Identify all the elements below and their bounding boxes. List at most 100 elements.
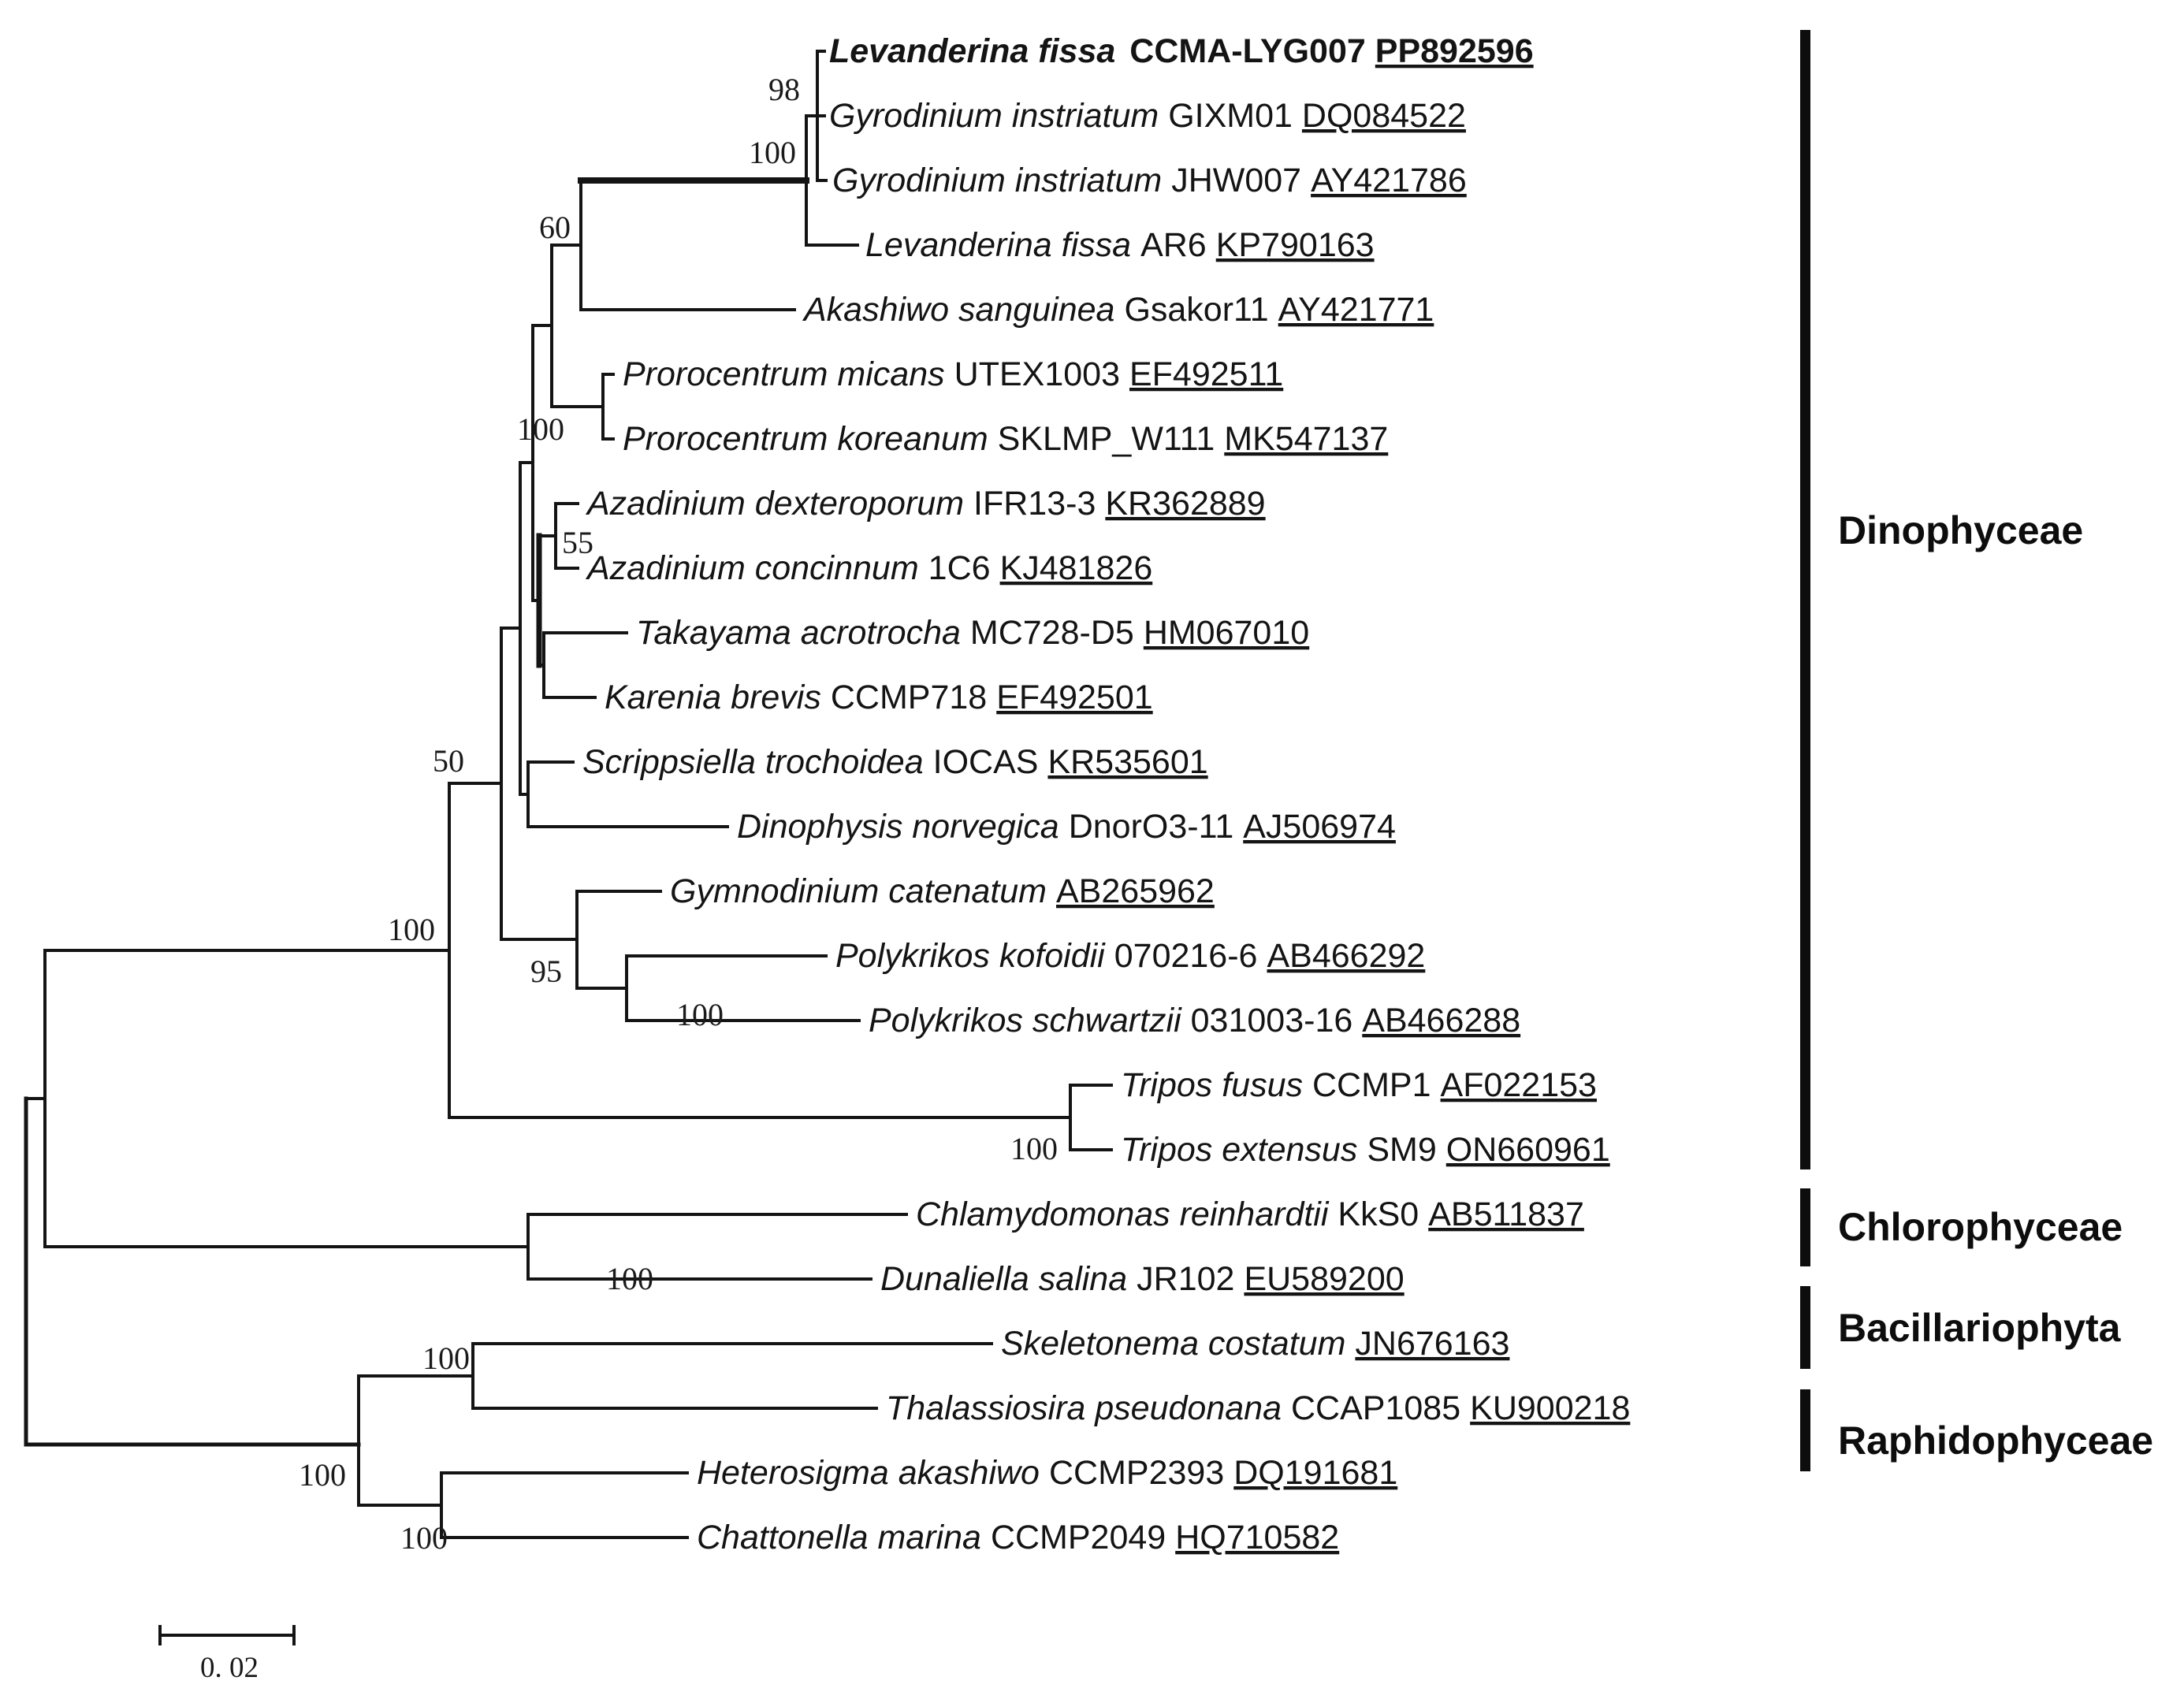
tip-accession-number: AF022153 [1441,1066,1597,1104]
tip-species-name: Gyrodinium instriatum [832,162,1162,199]
tip-strain-code: JR102 [1137,1260,1234,1298]
tip-accession-number: EU589200 [1244,1260,1404,1298]
tip-strain-code: SKLMP_W111 [998,420,1215,458]
tip-species-name: Thalassiosira pseudonana [886,1389,1282,1427]
tip-species-name: Levanderina fissa [865,226,1131,264]
tip-species-name: Chlamydomonas reinhardtii [916,1195,1330,1233]
tip-strain-code: IFR13-3 [973,485,1096,522]
tip-strain-code: CCMP2049 [991,1519,1166,1556]
group-bar [1800,1188,1810,1266]
group-bar [1800,30,1810,1169]
tip-species-name: Dunaliella salina [880,1260,1127,1298]
tip-species-name: Azadinium dexteroporum [585,485,964,522]
tip-accession-number: DQ191681 [1233,1454,1397,1492]
bootstrap-value: 98 [768,72,800,107]
group-label: Dinophyceae [1838,508,2083,552]
tip-strain-code: SM9 [1367,1131,1436,1169]
tip-strain-code: JHW007 [1171,162,1301,199]
tip-strain-code: CCMA-LYG007 [1129,32,1366,70]
tip-species-name: Karenia brevis [605,679,821,716]
tip-accession-number: AB466292 [1267,937,1425,975]
tip-strain-code: DnorO3-11 [1069,808,1234,846]
tip-accession-number: JN676163 [1355,1325,1509,1363]
bootstrap-value: 100 [1010,1131,1058,1166]
tip-label: Skeletonema costatum JN676163 [1001,1325,1509,1363]
tip-strain-code: KkS0 [1338,1195,1419,1233]
tip-strain-code: 070216-6 [1114,937,1258,975]
group-label: Raphidophyceae [1838,1419,2153,1463]
tip-accession-number: AB511837 [1428,1195,1584,1233]
bootstrap-value: 100 [422,1340,470,1376]
bootstrap-value: 100 [299,1457,346,1493]
tip-species-name: Gyrodinium instriatum [829,97,1159,135]
tip-accession-number: AB265962 [1056,872,1215,910]
tip-accession-number: DQ084522 [1302,97,1466,135]
tip-strain-code: CCMP718 [831,679,987,716]
tip-accession-number: AY421786 [1311,162,1467,199]
tip-accession-number: ON660961 [1446,1131,1610,1169]
bootstrap-value: 100 [517,411,564,447]
tip-species-name: Polykrikos schwartzii [869,1002,1182,1039]
tip-strain-code: MC728-D5 [970,614,1134,652]
bootstrap-value: 100 [606,1261,653,1296]
bootstrap-value: 95 [530,954,562,989]
bootstrap-value: 100 [749,135,796,170]
bootstrap-value: 100 [388,912,435,947]
tip-strain-code: GIXM01 [1168,97,1293,135]
tip-accession-number: AB466288 [1362,1002,1520,1039]
tip-species-name: Polykrikos kofoidii [835,937,1106,975]
tip-accession-number: KP790163 [1216,226,1375,264]
group-label: Chlorophyceae [1838,1205,2123,1249]
group-label: Bacillariophyta [1838,1306,2122,1350]
bootstrap-value: 100 [400,1520,448,1556]
bootstrap-value: 60 [539,210,571,245]
tip-accession-number: KJ481826 [1000,549,1153,587]
tip-species-name: Prorocentrum koreanum [623,420,988,458]
tip-accession-number: HQ710582 [1175,1519,1339,1556]
tip-accession-number: EF492501 [996,679,1152,716]
tip-species-name: Akashiwo sanguinea [802,291,1114,329]
tip-label: Dunaliella salina JR102 EU589200 [880,1260,1405,1298]
tip-accession-number: KR362889 [1105,485,1265,522]
tip-species-name: Heterosigma akashiwo [697,1454,1040,1492]
tip-species-name: Dinophysis norvegica [737,808,1059,846]
tip-strain-code: UTEX1003 [954,355,1120,393]
tip-species-name: Tripos extensus [1121,1131,1357,1169]
tip-accession-number: HM067010 [1144,614,1309,652]
tip-species-name: Prorocentrum micans [623,355,945,393]
tip-accession-number: AJ506974 [1243,808,1396,846]
bootstrap-value: 55 [562,525,593,560]
bootstrap-value: 50 [433,743,464,779]
tip-species-name: Levanderina fissa [829,32,1115,70]
tip-strain-code: IOCAS [933,743,1039,781]
tip-strain-code: Gsakor11 [1124,291,1268,329]
tip-species-name: Scrippsiella trochoidea [582,743,924,781]
tip-accession-number: EF492511 [1129,355,1283,393]
group-bar [1800,1389,1810,1471]
tip-species-name: Skeletonema costatum [1001,1325,1345,1363]
tip-accession-number: KU900218 [1470,1389,1630,1427]
tip-species-name: Takayama acrotrocha [636,614,961,652]
tip-strain-code: 031003-16 [1191,1002,1353,1039]
tip-species-name: Chattonella marina [697,1519,981,1556]
